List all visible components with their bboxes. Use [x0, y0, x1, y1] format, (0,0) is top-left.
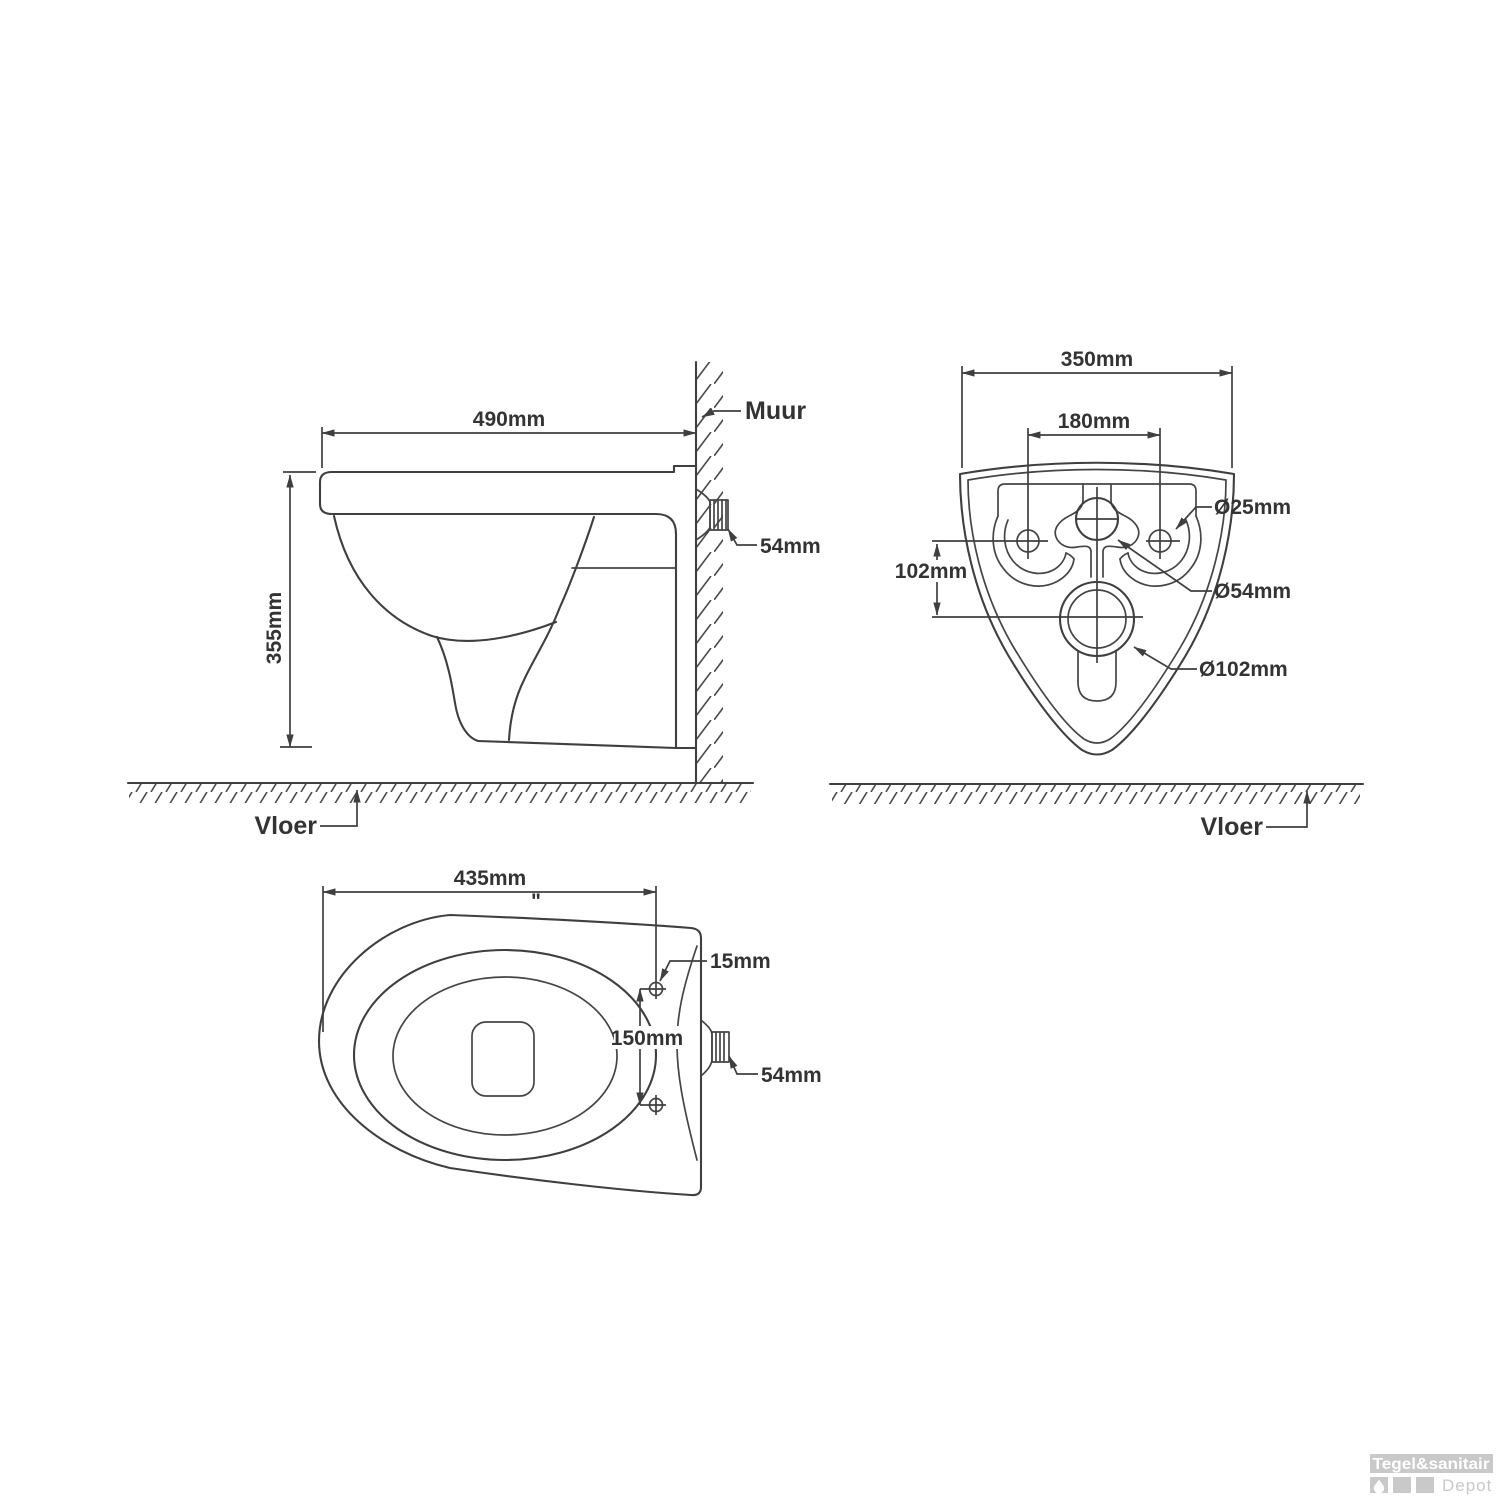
side-height-dimension: 355mm	[263, 592, 286, 664]
top-hole-spacing-dimension: 150mm	[611, 1027, 683, 1050]
dimension-text-mask	[898, 560, 964, 582]
top-view: 435mm " 150mm 15mm 54mm	[317, 867, 822, 1197]
floor-leader-line	[1266, 790, 1311, 828]
left-hook-outer	[992, 515, 1075, 587]
floor-label: Vloer	[1200, 813, 1263, 841]
right-hook-outer	[1119, 515, 1202, 587]
back-offset-dimension: 102mm	[895, 560, 967, 583]
wall-hatching	[697, 362, 723, 783]
right-hook-inner	[1127, 519, 1191, 575]
flush-opening	[471, 1021, 535, 1097]
top-width-dimension: 435mm	[454, 867, 526, 890]
rim-outer-ellipse	[352, 948, 658, 1162]
back-body-outline	[958, 461, 1236, 756]
trap-curve	[435, 635, 480, 743]
left-hook-tip	[1065, 552, 1075, 560]
back-hole-spacing-dimension: 180mm	[1058, 410, 1130, 433]
side-width-dimension: 490mm	[473, 408, 545, 431]
seat-and-body-outline	[318, 464, 698, 750]
floor-hatching	[832, 785, 1360, 804]
ditto-mark: "	[531, 890, 541, 913]
right-hook-tip	[1119, 552, 1129, 560]
floor-label: Vloer	[254, 812, 317, 840]
mount-hole-diameter-label: Ø25mm	[1214, 496, 1291, 519]
seat-outline	[317, 913, 703, 1197]
logo: Tegel&sanitair Depot	[1370, 1454, 1493, 1495]
logo-sub-text: Depot	[1442, 1476, 1492, 1495]
side-outlet-dimension: 54mm	[760, 535, 821, 558]
rim-inner-ellipse	[392, 976, 618, 1136]
back-view: 350mm 180mm 102mm Ø25mm Ø54mm Ø102mm Vlo…	[828, 348, 1365, 841]
logo-brand-text: Tegel&sanitair	[1373, 1456, 1490, 1473]
bowl-curve	[332, 514, 558, 642]
top-outlet-dimension: 54mm	[761, 1064, 822, 1087]
back-width-dimension: 350mm	[1061, 348, 1133, 371]
outlet-leader-line	[727, 528, 757, 546]
outlet-leader	[728, 1055, 758, 1075]
mounting-plate-outline	[997, 483, 1197, 517]
body-bottom-line	[476, 739, 678, 750]
outlet-bell	[700, 1019, 713, 1077]
back-body-inner-line	[967, 468, 1227, 744]
outlet-leader	[1133, 646, 1197, 670]
inlet-diameter-label: Ø54mm	[1214, 580, 1291, 603]
wall-leader-line	[701, 408, 741, 418]
floor-leader-line	[320, 789, 361, 827]
rear-curve	[676, 945, 698, 1161]
logo-bar	[1370, 1454, 1493, 1473]
top-hole-offset-dimension: 15mm	[710, 950, 771, 973]
floor-hatching	[129, 784, 751, 803]
side-view: 490mm 355mm 54mm Muur Vloer	[126, 360, 821, 840]
outlet-ribbed-pipe	[709, 499, 729, 531]
water-drop-icon	[1373, 1479, 1385, 1494]
logo-square	[1393, 1477, 1411, 1493]
outlet-pocket	[1077, 650, 1117, 702]
logo-square	[1416, 1477, 1434, 1493]
wall-label: Muur	[745, 397, 806, 425]
outlet-diameter-label: Ø102mm	[1199, 658, 1288, 681]
hole-offset-leader	[659, 960, 707, 982]
dimension-text-mask	[614, 1026, 680, 1049]
inlet-leader	[1117, 539, 1212, 592]
mount-hole-leader	[1175, 506, 1212, 530]
bowl-rear-curve	[507, 515, 596, 742]
